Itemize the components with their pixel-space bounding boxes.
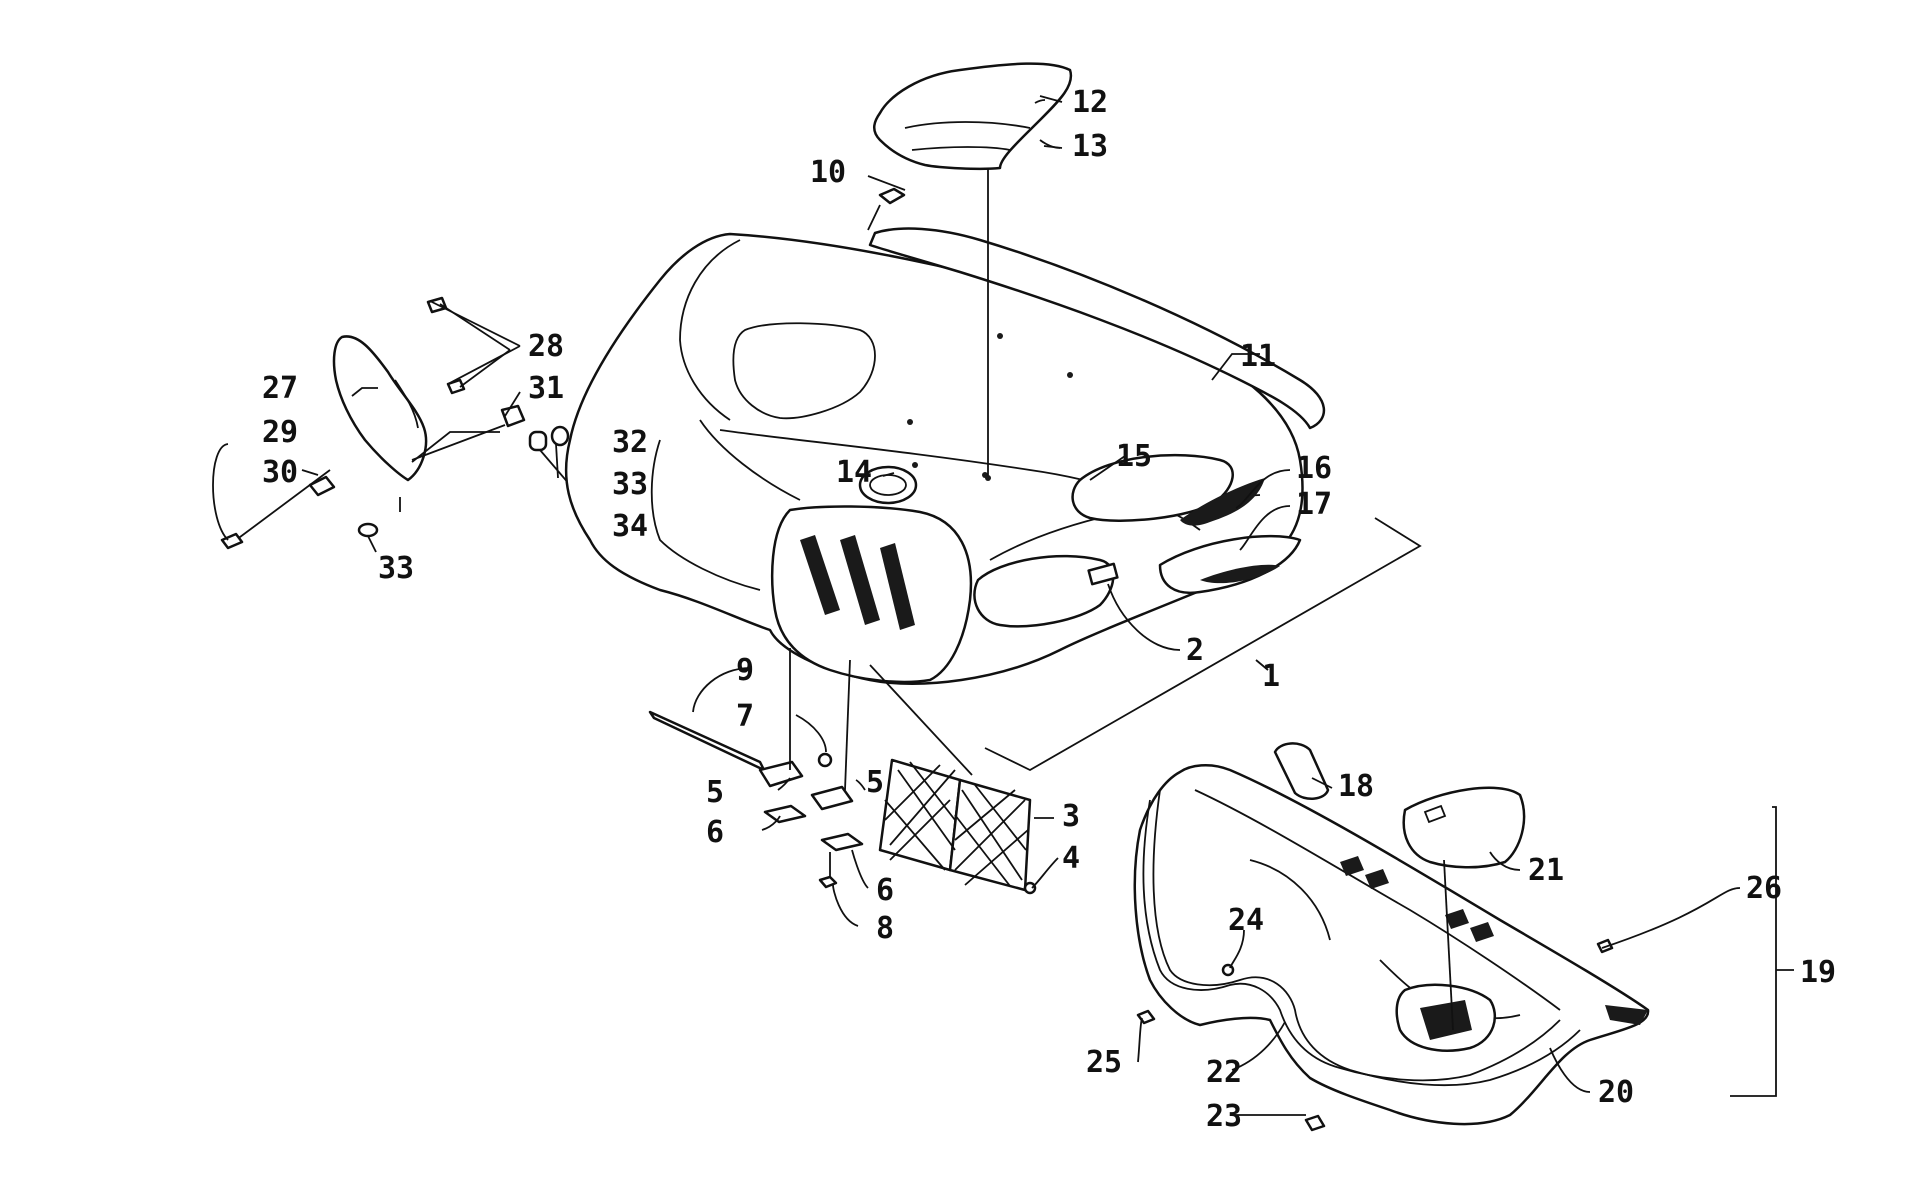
callout-20: 20 [1598, 1075, 1634, 1110]
callout-33-upper: 33 [612, 467, 648, 502]
callout-8: 8 [876, 911, 894, 946]
callout-6-left: 6 [706, 815, 724, 850]
callout-3: 3 [1062, 799, 1080, 834]
graphic-decal-16 [1180, 478, 1265, 526]
storage-tray-assembly [1133, 742, 1650, 1132]
hood-emblem [858, 465, 918, 505]
decal-2 [1087, 562, 1119, 586]
headlight-housing [332, 335, 428, 482]
hood-scoop [973, 554, 1115, 628]
callout-31: 31 [528, 371, 564, 406]
bulb-socket [308, 475, 336, 497]
callout-29: 29 [262, 415, 298, 450]
hood-pin [867, 187, 906, 231]
screen-3 [878, 758, 962, 872]
callout-5-right: 5 [866, 765, 884, 800]
callout-16: 16 [1296, 451, 1332, 486]
spacer [528, 430, 548, 452]
callout-14: 14 [836, 455, 872, 490]
fastener-4 [1023, 881, 1037, 895]
callout-28: 28 [528, 329, 564, 364]
group-frames [984, 517, 1794, 1097]
washer-lower [357, 522, 379, 538]
callout-27: 27 [262, 371, 298, 406]
plate-6-left [763, 804, 807, 824]
callout-32: 32 [612, 425, 648, 460]
callout-10: 10 [810, 155, 846, 190]
callout-25: 25 [1086, 1045, 1122, 1080]
foam-strip [1273, 742, 1330, 800]
bracket-5-right [810, 785, 854, 811]
callout-21: 21 [1528, 853, 1564, 888]
graphic-decal-17 [1158, 534, 1302, 595]
callout-30: 30 [262, 455, 298, 490]
washer [550, 425, 570, 447]
windshield [873, 62, 1073, 171]
callout-24: 24 [1228, 903, 1264, 938]
callout-2: 2 [1186, 633, 1204, 668]
callout-15: 15 [1116, 439, 1152, 474]
callout-13: 13 [1072, 129, 1108, 164]
callout-labels: 1 2 3 4 5 5 6 6 7 8 9 10 11 12 13 14 15 … [262, 85, 1836, 1134]
plate-6-right [820, 832, 864, 852]
callout-18: 18 [1338, 769, 1374, 804]
screw-23 [1304, 1114, 1326, 1132]
callout-22: 22 [1206, 1055, 1242, 1090]
callout-34: 34 [612, 509, 648, 544]
bracket-5-left [758, 760, 804, 788]
rivet-26 [1596, 938, 1614, 954]
callout-5-left: 5 [706, 775, 724, 810]
bulb [220, 532, 244, 550]
callout-23: 23 [1206, 1099, 1242, 1134]
callout-19: 19 [1800, 955, 1836, 990]
callout-leaders [692, 95, 1741, 1116]
storage-tray [1133, 764, 1650, 1126]
callout-1: 1 [1262, 659, 1280, 694]
callout-6-right: 6 [876, 873, 894, 908]
tray-seal [1152, 789, 1581, 1087]
callout-11: 11 [1240, 339, 1276, 374]
windshield-assembly [873, 62, 1073, 481]
hood-assembly [564, 227, 1326, 685]
callout-9: 9 [736, 653, 754, 688]
nut-25 [1136, 1009, 1156, 1025]
tray-cover [1402, 786, 1526, 869]
callout-12: 12 [1072, 85, 1108, 120]
nut-8 [818, 875, 838, 889]
callout-7: 7 [736, 699, 754, 734]
callout-26: 26 [1746, 871, 1782, 906]
callout-4: 4 [1062, 841, 1080, 876]
headlight-screw-lower [446, 378, 466, 395]
nut-7 [817, 752, 833, 768]
callout-17: 17 [1296, 487, 1332, 522]
callout-33-lower: 33 [378, 551, 414, 586]
trim-strip [868, 227, 1326, 430]
front-bracket-parts [648, 648, 1037, 895]
